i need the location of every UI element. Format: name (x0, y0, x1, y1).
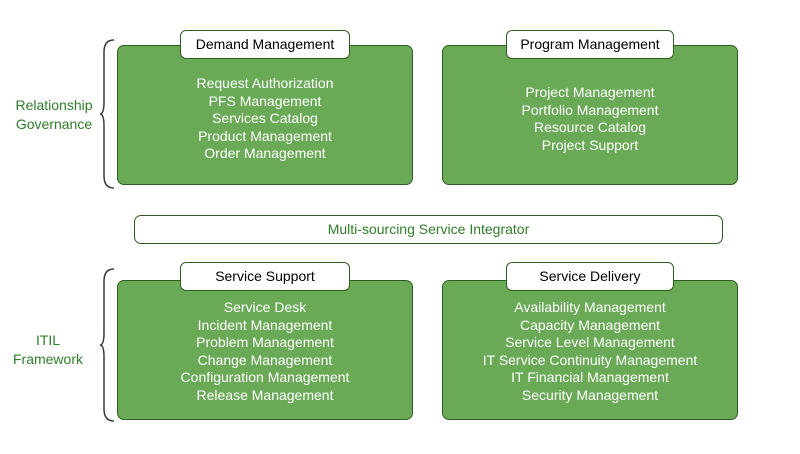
list-item: Problem Management (196, 334, 334, 350)
group-label-relationship-governance: Relationship Governance (15, 97, 93, 132)
list-item: Availability Management (514, 299, 666, 315)
panel-title-service-support: Service Support (180, 262, 350, 291)
panel-items: Service Desk Incident Management Problem… (118, 299, 412, 404)
list-item: Order Management (204, 145, 326, 161)
list-item: Security Management (521, 386, 659, 403)
panel-demand-management: Request Authorization PFS Management Ser… (117, 45, 413, 185)
list-item: Capacity Management (519, 316, 661, 333)
panel-title-program-management: Program Management (506, 30, 674, 59)
list-item: PFS Management (208, 92, 322, 109)
panel-items: Request Authorization PFS Management Ser… (118, 75, 412, 163)
list-item: Services Catalog (212, 110, 318, 126)
multi-sourcing-service-integrator: Multi-sourcing Service Integrator (134, 215, 723, 244)
panel-title-demand-management: Demand Management (180, 30, 350, 59)
panel-service-delivery: Availability Management Capacity Managem… (442, 280, 738, 420)
list-item: Configuration Management (180, 369, 350, 385)
list-item: Release Management (196, 386, 334, 403)
list-item: Change Management (197, 351, 333, 368)
list-item: Service Level Management (505, 334, 675, 350)
list-item: Incident Management (197, 316, 333, 333)
left-brace-top-icon (99, 39, 115, 189)
list-item: Project Management (525, 84, 655, 100)
panel-title-service-delivery: Service Delivery (506, 262, 674, 291)
list-item: Request Authorization (196, 75, 334, 91)
group-label-itil-framework: ITIL Framework (12, 332, 83, 367)
list-item: Resource Catalog (533, 119, 647, 135)
list-item: Service Desk (223, 299, 307, 315)
panel-service-support: Service Desk Incident Management Problem… (117, 280, 413, 420)
list-item: Portfolio Management (521, 101, 659, 118)
panel-program-management: Project Management Portfolio Management … (442, 45, 738, 185)
list-item: IT Service Continuity Management (482, 351, 698, 368)
list-item: Project Support (541, 136, 639, 153)
left-brace-bottom-icon (99, 268, 115, 422)
panel-items: Project Management Portfolio Management … (443, 84, 737, 154)
panel-items: Availability Management Capacity Managem… (443, 299, 737, 404)
list-item: IT Financial Management (511, 369, 669, 385)
list-item: Product Management (198, 127, 332, 144)
